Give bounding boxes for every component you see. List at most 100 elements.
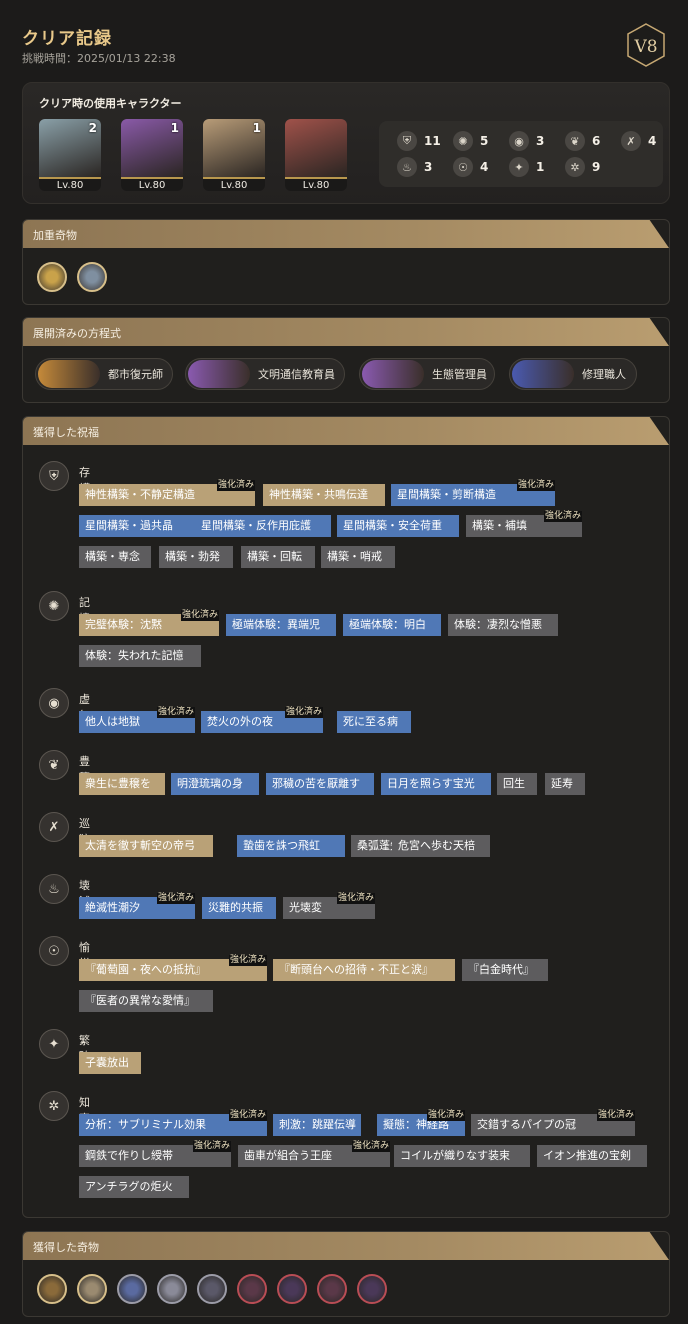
blessing-chip[interactable]: 構築・補填強化済み bbox=[466, 511, 582, 537]
section-header: 獲得した奇物 bbox=[23, 1232, 669, 1260]
character-portrait bbox=[203, 119, 265, 177]
blessing-chip[interactable]: 鋼鉄で作りし綬帯強化済み bbox=[79, 1141, 231, 1167]
blessing-chip[interactable]: 光壊変強化済み bbox=[283, 893, 375, 919]
obtained-curios-section: 獲得した奇物 bbox=[22, 1231, 670, 1317]
equation-item[interactable]: 修理職人 bbox=[509, 358, 637, 390]
blessing-chip[interactable]: 回生 bbox=[497, 773, 537, 795]
path-count: 4 bbox=[480, 160, 489, 174]
equation-item[interactable]: 都市復元師 bbox=[35, 358, 173, 390]
path-count-item: ✺5 bbox=[453, 131, 488, 151]
blessing-chip[interactable]: 危宮へ歩む天棓 bbox=[392, 835, 490, 857]
blessing-chip[interactable]: 構築・専念 bbox=[79, 546, 151, 568]
blessing-chip[interactable]: 神性構築・共鳴伝達 bbox=[263, 484, 385, 506]
path-count-item: ⛨11 bbox=[397, 131, 441, 151]
path-count: 4 bbox=[648, 134, 657, 148]
equation-icon bbox=[512, 360, 574, 388]
blessing-chip[interactable]: イオン推進の宝剣 bbox=[537, 1145, 647, 1167]
curio-icon[interactable] bbox=[37, 1274, 67, 1304]
curio-icon[interactable] bbox=[77, 262, 107, 292]
curio-icon[interactable] bbox=[37, 262, 67, 292]
blessing-chip[interactable]: コイルが織りなす装束 bbox=[394, 1145, 530, 1167]
path-count: 5 bbox=[480, 134, 489, 148]
character-level: Lv.80 bbox=[285, 177, 347, 191]
blessing-chip[interactable]: 星間構築・剪断構造強化済み bbox=[391, 480, 555, 506]
blessing-chip[interactable]: 『断頭台への招待・不正と涙』 bbox=[273, 959, 455, 981]
enhanced-tag: 強化済み bbox=[596, 1110, 635, 1121]
blessing-chip[interactable]: 延寿 bbox=[545, 773, 585, 795]
blessing-chip[interactable]: 交錯するパイプの冠強化済み bbox=[471, 1110, 635, 1136]
section-header: 獲得した祝福 bbox=[23, 417, 669, 445]
nihility-icon: ◉ bbox=[39, 688, 69, 718]
curio-icon[interactable] bbox=[237, 1274, 267, 1304]
character-level: Lv.80 bbox=[121, 177, 183, 191]
curio-icon[interactable] bbox=[357, 1274, 387, 1304]
path-count-item: ✗4 bbox=[621, 131, 656, 151]
curio-icon[interactable] bbox=[77, 1274, 107, 1304]
weighted-curio-section: 加重奇物 bbox=[22, 219, 670, 305]
blessing-chip[interactable]: 太清を徹す斬空の帝弓 bbox=[79, 835, 213, 857]
blessing-chip[interactable]: 衆生に豊穣を bbox=[79, 773, 165, 795]
path-count: 1 bbox=[536, 160, 545, 174]
blessing-chip[interactable]: 明澄琉璃の身 bbox=[171, 773, 259, 795]
propagation-icon: ✦ bbox=[39, 1029, 69, 1059]
blessing-chip[interactable]: 神性構築・不静定構造強化済み bbox=[79, 480, 255, 506]
equation-label: 都市復元師 bbox=[108, 368, 163, 381]
path-count: 3 bbox=[424, 160, 433, 174]
blessing-chip[interactable]: 構築・回転 bbox=[241, 546, 315, 568]
blessing-chip[interactable]: 構築・勃発 bbox=[159, 546, 233, 568]
blessing-chip[interactable]: 日月を照らす宝光 bbox=[381, 773, 491, 795]
blessing-chip[interactable]: 蟄歯を誅つ飛虹 bbox=[237, 835, 345, 857]
blessing-chip[interactable]: 他人は地獄強化済み bbox=[79, 707, 195, 733]
enhanced-tag: 強化済み bbox=[192, 1141, 231, 1152]
blessing-chip[interactable]: 『葡萄園・夜への抵抗』強化済み bbox=[79, 955, 267, 981]
blessing-chip[interactable]: アンチラグの炬火 bbox=[79, 1176, 189, 1198]
curio-icon[interactable] bbox=[197, 1274, 227, 1304]
elation-icon: ☉ bbox=[39, 936, 69, 966]
blessing-chip[interactable]: 焚火の外の夜強化済み bbox=[201, 707, 323, 733]
equation-item[interactable]: 生態管理員 bbox=[359, 358, 495, 390]
blessing-chip[interactable]: 『医者の異常な愛情』 bbox=[79, 990, 213, 1012]
preservation-icon: ⛨ bbox=[397, 131, 417, 151]
blessing-chip[interactable]: 邪穢の苦を厭離す bbox=[266, 773, 374, 795]
blessing-chip[interactable]: 構築・哨戒 bbox=[321, 546, 395, 568]
character-level: Lv.80 bbox=[203, 177, 265, 191]
hunt-icon: ✗ bbox=[621, 131, 641, 151]
equation-label: 文明通信教育員 bbox=[258, 368, 335, 381]
blessing-chip[interactable]: 星間構築・過共晶 bbox=[79, 515, 195, 537]
blessing-chip[interactable]: 子嚢放出 bbox=[79, 1052, 141, 1074]
character-eidolon-rank: 1 bbox=[170, 121, 179, 135]
difficulty-badge-icon: V8 bbox=[627, 23, 665, 67]
blessing-chip[interactable]: 完璧体験：沈黙強化済み bbox=[79, 610, 219, 636]
equation-item[interactable]: 文明通信教育員 bbox=[185, 358, 345, 390]
equation-label: 生態管理員 bbox=[432, 368, 487, 381]
character-level: Lv.80 bbox=[39, 177, 101, 191]
remembrance-icon: ✺ bbox=[453, 131, 473, 151]
character-card[interactable]: Lv.80 bbox=[285, 119, 347, 191]
blessing-chip[interactable]: 体験：凄烈な憎悪 bbox=[448, 614, 558, 636]
blessing-chip[interactable]: 災難的共振 bbox=[202, 897, 276, 919]
curio-icon[interactable] bbox=[317, 1274, 347, 1304]
enhanced-tag: 強化済み bbox=[216, 480, 255, 491]
path-count: 6 bbox=[592, 134, 601, 148]
blessing-chip[interactable]: 死に至る病 bbox=[337, 711, 411, 733]
blessing-chip[interactable]: 刺激：跳躍伝導 bbox=[273, 1114, 361, 1136]
curio-icon[interactable] bbox=[117, 1274, 147, 1304]
blessing-chip[interactable]: 体験：失われた記憶 bbox=[79, 645, 201, 667]
blessing-chip[interactable]: 『白金時代』 bbox=[462, 959, 548, 981]
curio-icon[interactable] bbox=[157, 1274, 187, 1304]
challenge-time: 挑戦時間：2025/01/13 22:38 bbox=[22, 52, 176, 65]
elation-icon: ☉ bbox=[453, 157, 473, 177]
blessing-chip[interactable]: 星間構築・安全荷重 bbox=[337, 515, 459, 537]
blessing-chip[interactable]: 分析：サブリミナル効果強化済み bbox=[79, 1110, 267, 1136]
blessing-chip[interactable]: 極端体験：異端児 bbox=[226, 614, 336, 636]
blessing-chip[interactable]: 極端体験：明白 bbox=[343, 614, 441, 636]
blessing-chip[interactable]: 擬態：神経路強化済み bbox=[377, 1110, 465, 1136]
blessing-chip[interactable]: 絶滅性潮汐強化済み bbox=[79, 893, 195, 919]
blessing-chip[interactable]: 歯車が組合う王座強化済み bbox=[238, 1141, 390, 1167]
blessing-chip[interactable]: 星間構築・反作用庇護 bbox=[195, 515, 331, 537]
weighted-curio-title: 加重奇物 bbox=[33, 229, 77, 242]
curio-icon[interactable] bbox=[277, 1274, 307, 1304]
